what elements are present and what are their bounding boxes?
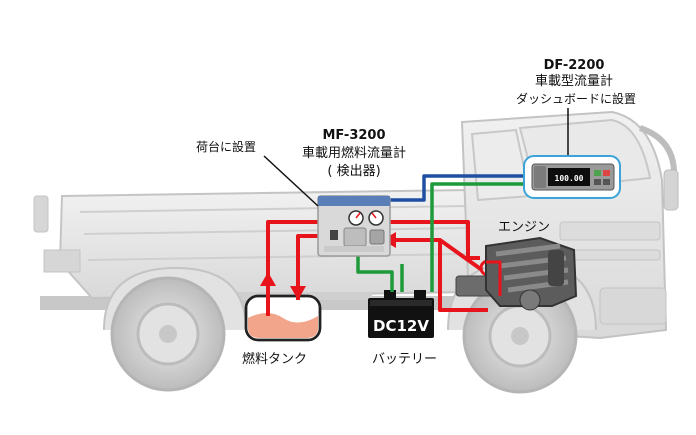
df-name-label: 車載型流量計 [534,74,613,89]
front-wheel-icon [462,278,578,394]
fuel-tank-label: 燃料タンク [242,352,308,367]
signal-line [386,174,538,202]
fuel-level [248,313,318,338]
engine-icon [455,236,578,311]
power-lines [356,182,540,292]
display-reading: 100.00 [555,174,584,183]
flow-meter-unit-icon [317,195,391,257]
fuel-tank-icon [244,294,322,342]
battery-voltage-label: DC12V [373,317,429,335]
df-mount-label: ダッシュボードに設置 [515,92,636,106]
battery-label: バッテリー [372,352,438,367]
mf-mount-label: 荷台に設置 [196,140,257,154]
battery-icon: DC12V [368,290,434,338]
rear-wheel-icon [110,276,226,392]
mf-model-label: MF-3200 [322,128,386,143]
mf-name-label: 車載用燃料流量計 [301,146,406,161]
flow-display-unit-icon: 100.00 [531,163,615,191]
df-model-label: DF-2200 [543,58,605,73]
engine-label: エンジン [498,220,551,235]
mf-callout-leader [263,155,319,207]
mf-detector-label: ( 検出器) [327,164,381,179]
